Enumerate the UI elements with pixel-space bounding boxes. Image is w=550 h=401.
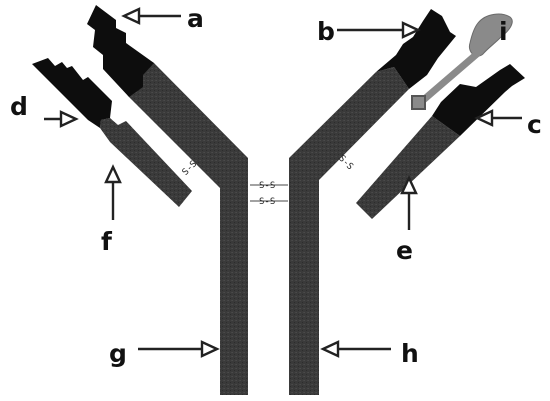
label-d: d: [10, 92, 28, 121]
right-heavy-chain-arm: [289, 67, 409, 395]
arrow-g: [138, 342, 217, 356]
region-labels: a b c d e f g h i: [10, 4, 542, 368]
label-i: i: [499, 17, 508, 46]
label-f: f: [101, 227, 113, 256]
arrow-h: [323, 342, 391, 356]
arrow-f: [106, 167, 120, 220]
label-h: h: [401, 339, 419, 368]
label-e: e: [396, 236, 413, 265]
arrow-e: [402, 178, 416, 230]
arrow-d: [44, 112, 76, 126]
label-b: b: [317, 17, 335, 46]
arrow-b: [337, 23, 418, 37]
label-g: g: [109, 339, 127, 368]
attached-molecule-anchor: [412, 96, 425, 109]
hinge-bond-top-label: S-S: [259, 181, 275, 191]
label-a: a: [187, 4, 204, 33]
arrow-a: [124, 9, 181, 23]
left-heavy-chain-stem: [220, 165, 248, 395]
right-light-chain-variable-region: [432, 64, 525, 136]
left-heavy-chain: [87, 5, 248, 395]
arrow-c: [477, 111, 522, 125]
hinge-bond-bottom-label: S-S: [259, 197, 275, 207]
label-c: c: [527, 110, 542, 139]
